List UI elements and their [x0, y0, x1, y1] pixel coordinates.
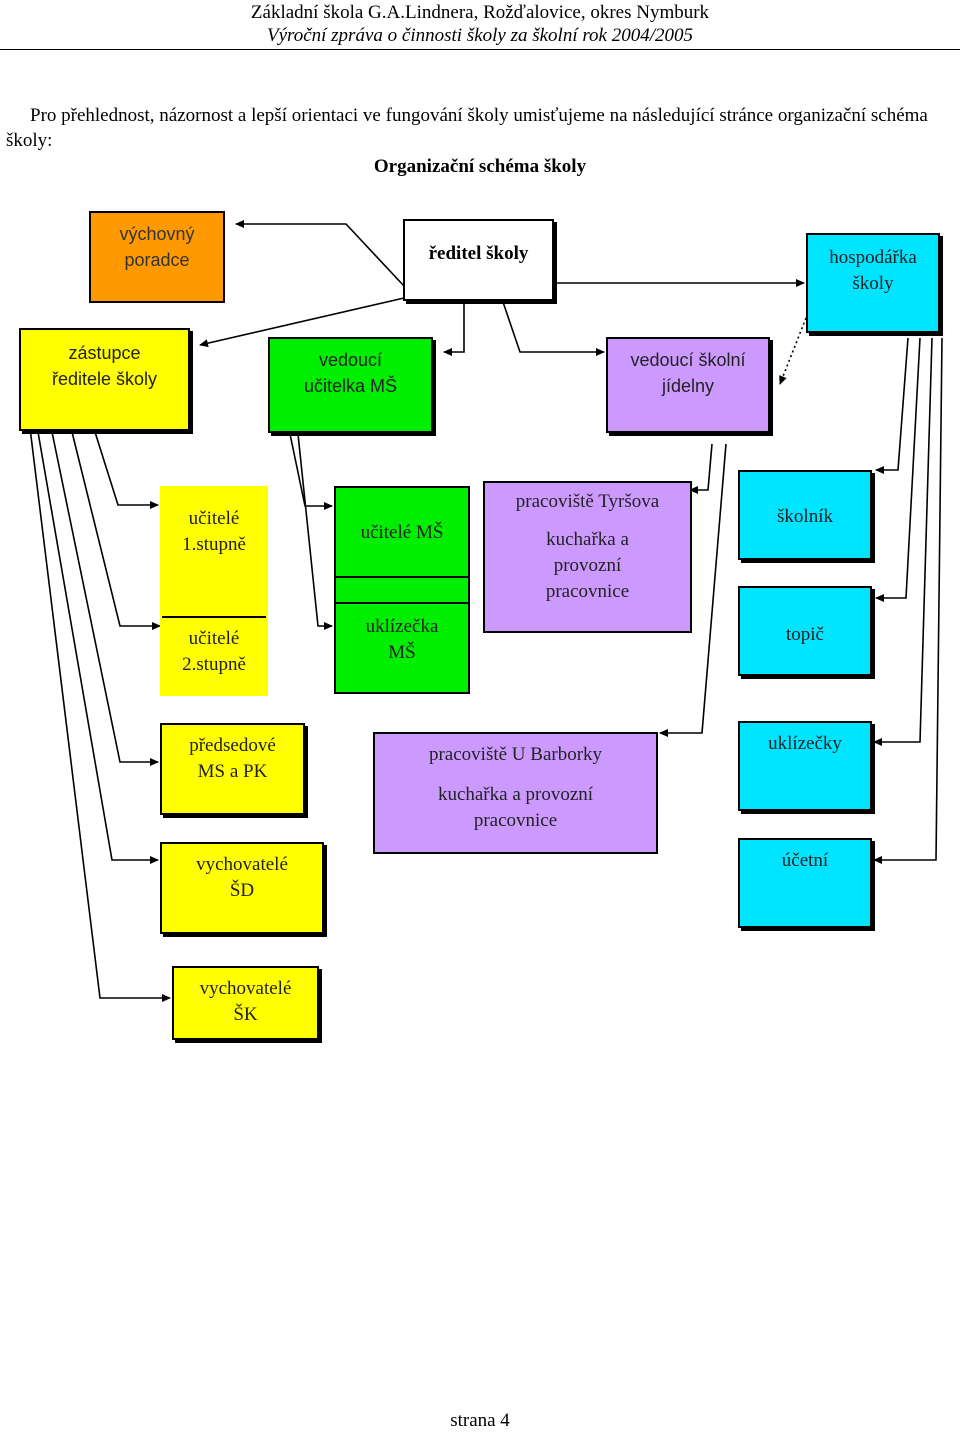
arrow-to-ms-cleaner	[297, 433, 333, 630]
header-report-title: Výroční zpráva o činnosti školy za školn…	[266, 25, 694, 46]
arrow-to-canteen-lead	[502, 301, 605, 356]
arrow-to-ms-teachers	[289, 433, 333, 510]
arrow-to-ms-lead	[443, 302, 465, 356]
node-kindergarten-lead: vedoucí učitelka MŠ	[268, 337, 433, 433]
barborky-staff: kuchařka a provozní pracovnice	[437, 784, 594, 831]
node-deputy-director: zástupce ředitele školy	[19, 328, 190, 431]
node-educational-adviser: výchovný poradce	[89, 211, 225, 303]
node-cleaners: uklízečky	[738, 721, 872, 811]
arrow-to-teachers-2	[71, 431, 161, 630]
node-director: ředitel školy	[403, 219, 554, 301]
node-after-school-club: vychovatelé ŠD	[160, 842, 324, 934]
barborky-title: pracoviště U Barborky	[428, 744, 603, 765]
dotted-bursar-canteen	[779, 317, 807, 385]
arrow-to-sk	[29, 427, 171, 1002]
arrow-to-accountant	[873, 337, 943, 864]
header-school-name: Základní škola G.A.Lindnera, Rožďalovice…	[250, 2, 710, 23]
node-teachers-group: učitelé 1.stupně učitelé 2.stupně	[160, 486, 268, 696]
diagram-title: Organizační schéma školy	[373, 156, 587, 177]
arrow-to-adviser	[235, 220, 405, 287]
node-teachers-1: učitelé 1.stupně	[182, 508, 246, 555]
node-tyrsova-workplace: pracoviště Tyršova kuchařka a provozní p…	[483, 481, 692, 633]
arrow-to-teachers-1	[94, 431, 159, 509]
arrow-to-sd	[37, 431, 159, 864]
arrow-to-chairs	[51, 431, 159, 766]
arrow-to-deputy	[199, 297, 405, 348]
arrow-to-caretaker	[875, 337, 909, 474]
node-ms-group: učitelé MŠ uklízečka MŠ	[334, 486, 470, 694]
node-ms-teachers: učitelé MŠ	[336, 488, 468, 578]
node-caretaker: školník	[738, 470, 872, 560]
node-stoker: topič	[738, 586, 872, 676]
node-school-club: vychovatelé ŠK	[172, 966, 319, 1040]
node-committee-chairs: předsedové MS a PK	[160, 723, 305, 815]
arrow-to-stoker	[875, 337, 921, 602]
node-barborky-workplace: pracoviště U Barborky kuchařka a provozn…	[373, 732, 658, 854]
arrow-to-tyrsova	[689, 443, 713, 494]
node-ms-cleaner: uklízečka MŠ	[336, 602, 468, 666]
node-teachers-2: učitelé 2.stupně	[162, 616, 266, 678]
intro-paragraph: Pro přehlednost, názornost a lepší orien…	[6, 105, 928, 151]
arrow-to-cleaners	[873, 337, 933, 746]
page-number: strana 4	[450, 1410, 510, 1431]
tyrsova-staff: kuchařka a provozní pracovnice	[545, 529, 630, 602]
node-canteen-lead: vedoucí školní jídelny	[606, 337, 770, 433]
node-accountant: účetní	[738, 838, 872, 928]
tyrsova-title: pracoviště Tyršova	[515, 491, 660, 512]
node-bursar: hospodářka školy	[806, 233, 940, 333]
arrow-to-barborky	[659, 443, 727, 737]
header-rule	[0, 49, 960, 50]
